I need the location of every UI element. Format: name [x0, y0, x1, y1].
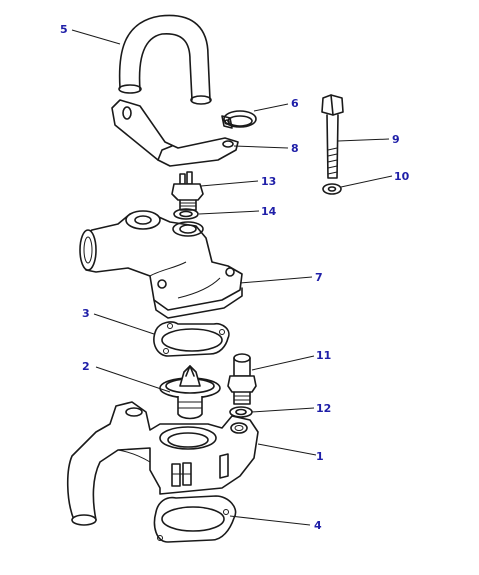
leader-8: [233, 145, 289, 149]
callout-14: 14: [261, 205, 277, 218]
part-gasket-3: [153, 321, 230, 357]
leader-10: [340, 175, 393, 188]
callout-11: 11: [316, 349, 331, 362]
leader-1: [257, 443, 317, 456]
part-washer-10: [322, 183, 342, 195]
leader-lines: [71, 29, 393, 526]
part-washer-14: [173, 208, 199, 220]
part-housing-7: [79, 210, 243, 319]
leader-13: [200, 180, 259, 187]
part-switch-13: [171, 171, 204, 211]
leader-2: [95, 366, 171, 393]
part-plug-11: [227, 353, 257, 405]
callout-7: 7: [315, 271, 323, 284]
part-gasket-4: [153, 495, 237, 543]
leader-7: [239, 276, 313, 284]
part-thermostat-2: [159, 365, 221, 420]
leader-5: [71, 29, 121, 45]
callout-5: 5: [60, 23, 68, 36]
part-bracket-8: [111, 99, 239, 167]
part-bolt-9: [321, 94, 344, 179]
part-hose-clip-6: [221, 110, 257, 129]
leader-12: [251, 407, 315, 413]
callout-10: 10: [394, 170, 410, 183]
callout-4: 4: [314, 519, 322, 532]
callout-9: 9: [392, 133, 400, 146]
callout-13: 13: [261, 175, 276, 188]
callout-3: 3: [82, 307, 90, 320]
callout-1: 1: [316, 450, 324, 463]
leader-4: [229, 515, 311, 526]
callout-2: 2: [82, 360, 90, 373]
part-hose-5: [118, 14, 212, 105]
callout-8: 8: [291, 142, 299, 155]
leader-14: [198, 210, 260, 215]
leader-11: [251, 355, 315, 371]
callout-6: 6: [291, 97, 299, 110]
leader-9: [337, 138, 390, 142]
part-housing-1: [66, 401, 259, 526]
leader-3: [93, 313, 155, 335]
callout-12: 12: [316, 402, 331, 415]
leader-6: [253, 103, 289, 112]
callout-labels: 1 2 3 4 5 6 7 8 9 10 11 12 13 14: [60, 23, 410, 532]
